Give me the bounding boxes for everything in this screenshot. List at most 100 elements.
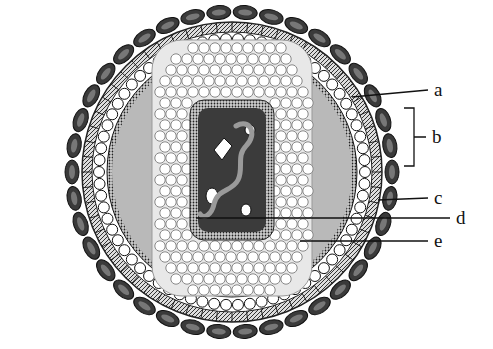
cell [287,153,297,163]
cell [216,311,217,321]
cell [270,252,280,262]
cell [303,142,313,152]
cell [193,54,203,64]
cell [126,79,137,90]
cell [359,155,370,166]
cell [186,29,189,39]
cell [276,153,286,163]
cell [298,153,308,163]
epidermis-cell [179,7,206,26]
cell [199,43,209,53]
cell [182,54,192,64]
cell [177,175,187,185]
epidermis-cell-inner [137,32,152,45]
cell [177,263,187,273]
cell [171,54,181,64]
cell [244,298,255,309]
cell [155,109,165,119]
cell [369,201,379,203]
cell [107,224,118,235]
cell [204,54,214,64]
cell [144,285,150,293]
cell [303,186,313,196]
cell [121,266,128,273]
epidermis-cell-inner [238,328,252,335]
cell [287,87,297,97]
cell [254,241,264,251]
cell [102,120,113,131]
cell [326,61,333,68]
cell [281,252,291,262]
cell [171,120,181,130]
cell [177,131,187,141]
cell [216,23,217,33]
cell [157,293,162,302]
cell [166,175,176,185]
cell [276,263,286,273]
cell [95,229,104,233]
cell [135,263,146,274]
cell [83,187,93,188]
epidermis-cell [110,276,137,303]
cell [160,76,170,86]
cell [94,167,105,178]
cell [155,87,165,97]
cell [177,109,187,119]
cell [237,274,247,284]
epidermis-cell-inner [312,300,327,313]
cell [298,87,308,97]
cell [89,215,99,218]
cell [281,274,291,284]
cell [98,131,109,142]
cell [334,245,345,256]
cell [276,109,286,119]
cell [182,252,192,262]
cell [193,252,203,262]
epidermis-cell [179,317,206,336]
epidermis-cell [93,257,119,285]
cell [132,276,139,283]
epidermis-cell [381,133,399,159]
epidermis-cell-inner [137,300,152,313]
epidermis-cell [154,307,182,329]
cell [281,186,291,196]
vascular-ring [190,100,274,240]
callout-letter: a [432,80,444,99]
epidermis-cell-inner [70,191,78,206]
cell [292,230,302,240]
cell [360,111,369,115]
cell [298,131,308,141]
cell [132,61,139,68]
epidermis-cell-inner [289,20,304,31]
cell [160,208,170,218]
epidermis-cell [131,26,159,51]
epidermis-cell-inner [389,165,395,179]
cell [204,76,214,86]
cell [276,65,286,75]
cell [177,87,187,97]
cell [259,252,269,262]
cell [265,65,275,75]
cell [281,164,291,174]
cell [166,65,176,75]
cell [102,213,113,224]
cell [289,300,293,309]
epidermis-cell [65,185,83,211]
cell [171,142,181,152]
cell [166,131,176,141]
epidermis-cell [79,234,103,262]
cell [171,300,175,309]
cell [265,87,275,97]
cell-layers [65,5,399,340]
cell [215,76,225,86]
cell [276,43,286,53]
epidermis-cell [233,5,258,21]
cell [372,172,382,173]
cell [248,252,258,262]
cell [155,241,165,251]
epidermis-cell [373,106,394,133]
cell [292,186,302,196]
cell [171,252,181,262]
cell [177,197,187,207]
cell [281,208,291,218]
